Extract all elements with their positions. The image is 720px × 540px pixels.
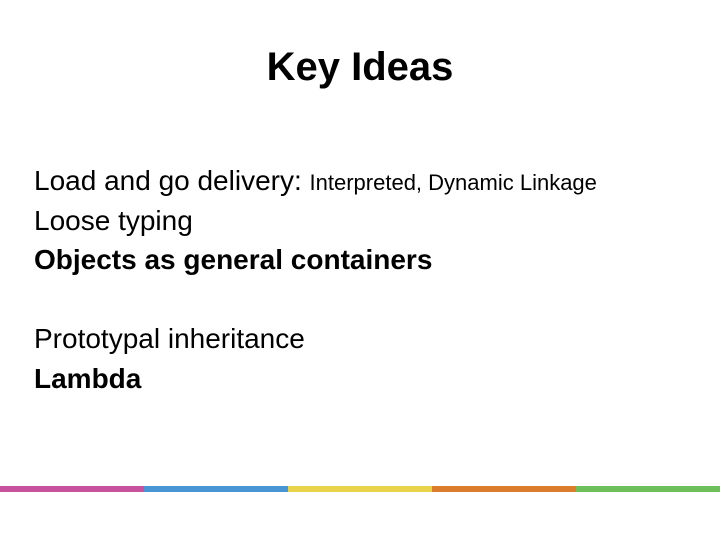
body-blank-line [34, 280, 700, 320]
slide-body: Load and go delivery: Interpreted, Dynam… [34, 161, 700, 398]
body-line-load-and-go-secondary: Interpreted, Dynamic Linkage [309, 170, 597, 195]
stripe-segment-green [576, 486, 720, 492]
body-line-load-and-go-main: Load and go delivery: [34, 165, 310, 196]
slide-title: Key Ideas [266, 45, 454, 89]
stripe-segment-yellow [288, 486, 432, 492]
body-line-lambda: Lambda [34, 362, 142, 394]
body-line-load-and-go: Load and go delivery: Interpreted, Dynam… [34, 161, 700, 201]
stripe-segment-pink [0, 486, 144, 492]
stripe-segment-blue [144, 486, 288, 492]
footer-color-stripe [0, 486, 720, 492]
stripe-segment-orange [432, 486, 576, 492]
body-line-prototypal-inheritance: Prototypal inheritance [34, 323, 305, 354]
body-line-loose-typing: Loose typing [34, 204, 193, 236]
body-line-objects-containers: Objects as general containers [34, 244, 433, 275]
